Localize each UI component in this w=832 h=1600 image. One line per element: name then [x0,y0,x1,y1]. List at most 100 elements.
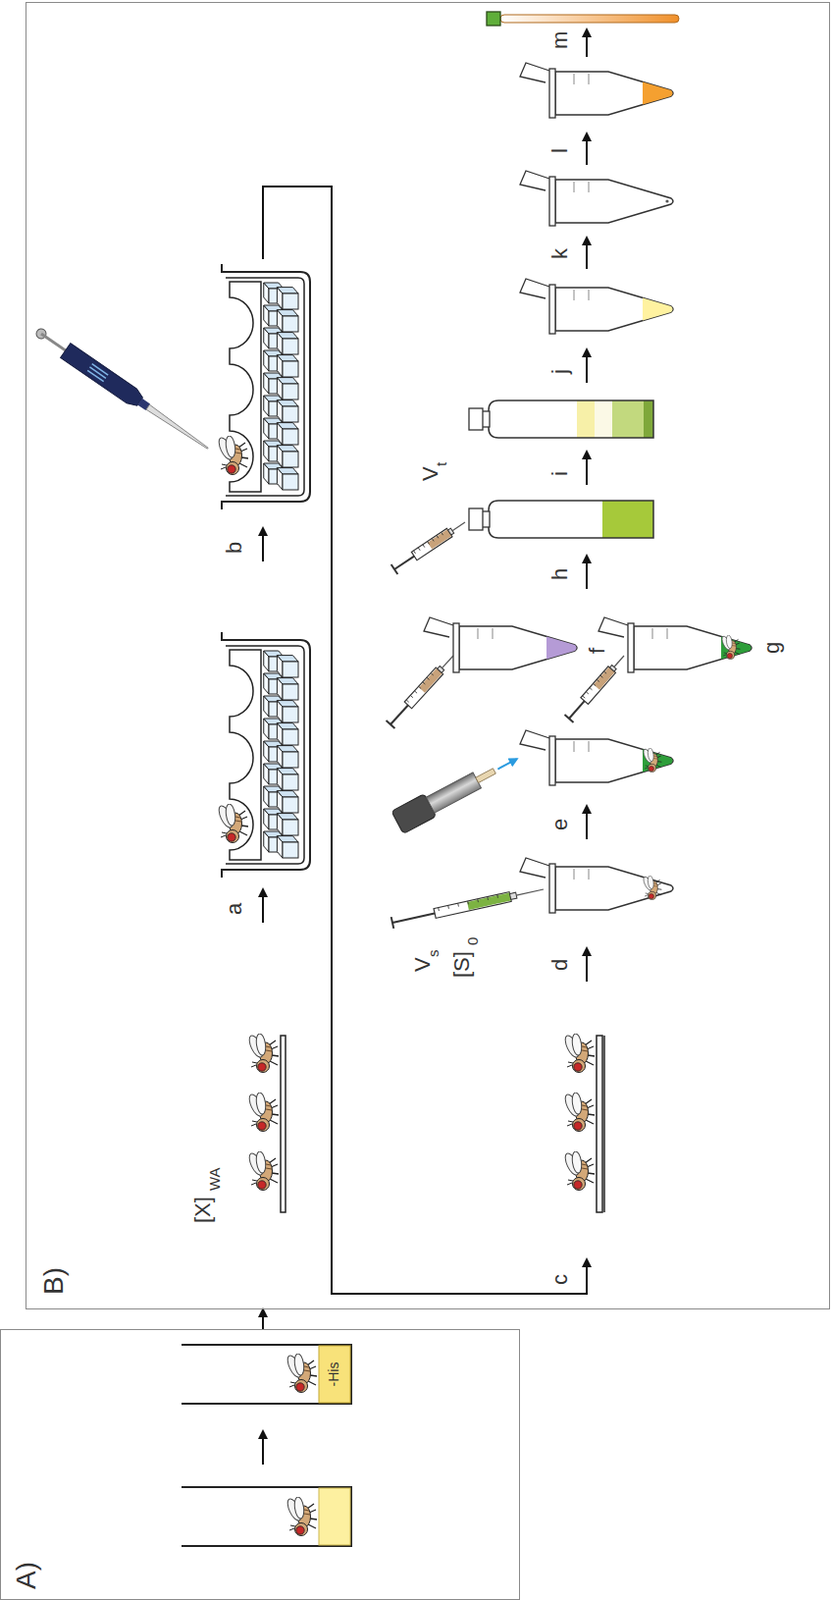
drawing-part [441,655,454,669]
fly-icon [562,1149,595,1190]
drawing-part [276,813,299,820]
ice-cube [276,790,299,813]
drawing-part [555,287,674,331]
drawing-part [488,400,654,438]
fly-icon [246,1032,279,1072]
ice-cube [276,287,299,310]
drawing-part [652,627,668,639]
drawing-part [488,500,654,538]
drawing-part [276,332,299,339]
drawing-part [467,892,512,910]
drawing-part [447,527,454,535]
drawing-part [276,745,299,752]
drawing-part [520,729,550,750]
step-arrow [585,947,588,982]
drawing-part [390,703,410,725]
food-vial [181,1486,352,1546]
drawing-part [41,333,67,352]
drawing-part [282,819,299,835]
drawing-part [573,181,589,193]
drawing-part [497,758,517,769]
homogenizer [391,747,523,834]
drawing-part [423,617,454,637]
drawing-part [589,687,593,690]
drawing-part [555,71,674,115]
drawing-part [411,527,453,560]
drawing-part [282,841,299,858]
drawing-part [520,857,550,878]
ice-cube [276,310,299,332]
step-letter: e [549,818,572,831]
step-arrow [585,451,588,485]
step-letter: j [549,368,572,374]
drawing-part [488,400,654,438]
drawing-part [414,690,417,693]
fly-icon [641,747,662,773]
drawing-part [282,706,299,723]
drawing-part [476,898,479,902]
color-scale [486,11,501,26]
drawing-part [467,900,469,904]
drawing-part [276,790,299,797]
step-arrow [585,349,588,383]
drawing-part [593,666,616,689]
drawing-part [596,678,600,681]
drawing-part [580,666,617,705]
fly-plate [596,1035,603,1212]
drawing-part [582,695,586,698]
step-arrow [585,29,588,57]
syringe [386,651,459,728]
drawing-part [642,81,674,104]
microtube [598,617,752,673]
microtube [520,278,674,334]
drawing-part [276,468,299,474]
drawing-part [426,676,430,679]
drawing-part [276,422,299,429]
fly-icon [246,1091,279,1131]
ice-cube [276,655,299,677]
drawing-part [549,176,556,226]
step-letter: k [549,248,572,260]
drawing-part [555,179,674,223]
concentration-label: [S] [451,950,473,978]
step-letter: c [549,1273,572,1285]
drawing-part [600,675,604,677]
drawing-part [520,62,550,83]
drawing-part [410,694,414,697]
ice-cube [276,700,299,723]
ice-cube [276,723,299,745]
microtube [520,729,674,785]
drawing-part [627,623,634,673]
drawing-part [425,772,481,813]
fly-icon [562,1091,595,1131]
drawing-part [422,681,426,684]
microtube [423,617,577,673]
drawing-part [394,555,416,570]
drawing-part [437,907,440,911]
drawing-part [282,751,299,768]
drawing-part [612,400,644,438]
drawing-part [146,404,209,451]
drawing-part [549,735,556,785]
concentration-label: [X] [192,1196,214,1223]
pipette [32,323,213,456]
microtube [520,170,674,226]
fly-plate [280,1035,286,1212]
drawing-part [417,547,420,551]
fly-icon [246,1149,279,1190]
drawing-part [282,293,299,310]
drawing-part [452,521,466,531]
syringe [391,517,469,574]
drawing-part [549,863,556,913]
drawing-part [516,888,544,895]
drawing-part [569,699,586,719]
drawing-part [282,361,299,377]
drawing-part [404,667,443,709]
ice-cube [276,377,299,400]
subscript: t [433,462,449,467]
drawing-part [520,278,550,299]
drawing-part [546,635,577,659]
ice-cube [276,422,299,445]
drawing-part [276,355,299,362]
